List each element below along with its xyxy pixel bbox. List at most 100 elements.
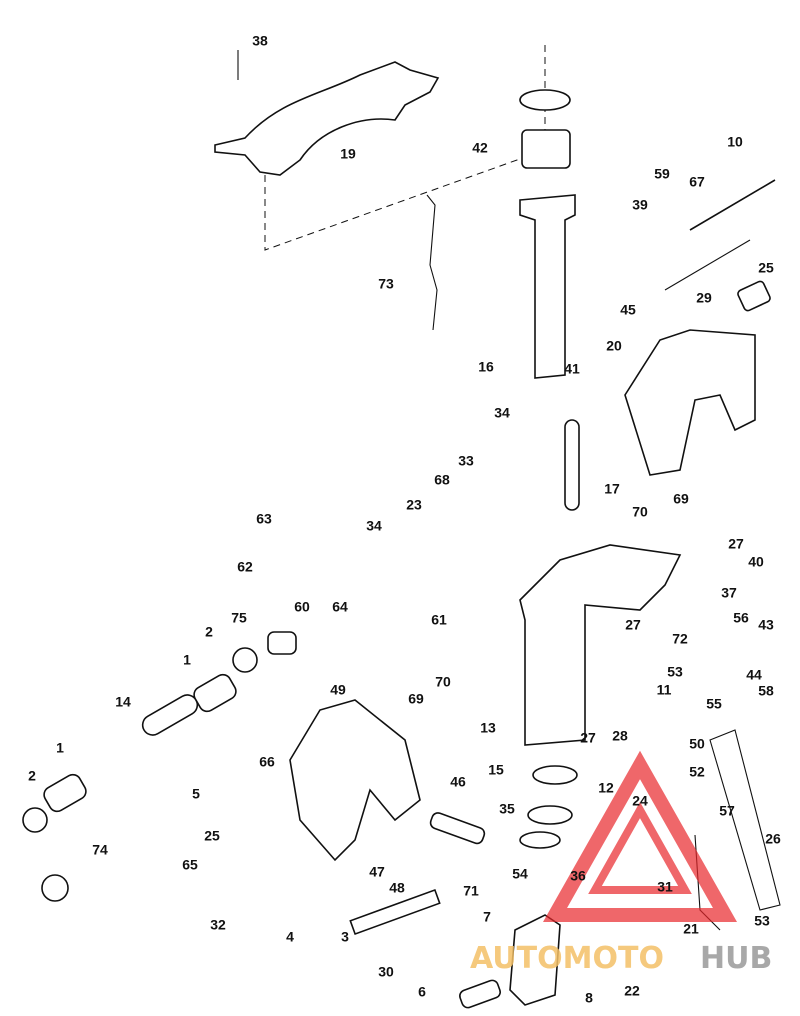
- callout-16: 16: [478, 359, 494, 375]
- callout-68: 68: [434, 472, 450, 488]
- part-lever-52: [709, 729, 781, 911]
- callout-53: 53: [754, 913, 770, 929]
- callout-46: 46: [450, 774, 466, 790]
- callout-55: 55: [706, 696, 722, 712]
- callout-41: 41: [564, 361, 580, 377]
- callout-29: 29: [696, 290, 712, 306]
- part-tube-14: [141, 694, 199, 736]
- part-link-17: [564, 419, 580, 511]
- watermark-inner-triangle-icon: [588, 801, 692, 894]
- callout-27: 27: [625, 617, 641, 633]
- callout-1: 1: [183, 652, 191, 668]
- callout-13: 13: [480, 720, 496, 736]
- callout-36: 36: [570, 868, 586, 884]
- callout-25: 25: [758, 260, 774, 276]
- callout-53: 53: [667, 664, 683, 680]
- callout-45: 45: [620, 302, 636, 318]
- callout-52: 52: [689, 764, 705, 780]
- callout-54: 54: [512, 866, 528, 882]
- part-cap-74: [41, 874, 69, 902]
- watermark-triangle-icon: [542, 750, 738, 922]
- part-link-73: [426, 194, 438, 331]
- callout-74: 74: [92, 842, 108, 858]
- callout-12: 12: [598, 780, 614, 796]
- callout-3: 3: [341, 929, 349, 945]
- callout-37: 37: [721, 585, 737, 601]
- callout-56: 56: [733, 610, 749, 626]
- part-seal-39: [519, 89, 571, 111]
- callout-39: 39: [632, 197, 648, 213]
- callout-63: 63: [256, 511, 272, 527]
- part-swivel-bracket-13: [519, 544, 682, 746]
- callout-57: 57: [719, 803, 735, 819]
- part-steering-arm: [214, 61, 440, 176]
- callout-40: 40: [748, 554, 764, 570]
- callout-28: 28: [612, 728, 628, 744]
- part-drawings: [22, 45, 781, 1009]
- callout-35: 35: [499, 801, 515, 817]
- callout-70: 70: [632, 504, 648, 520]
- callout-2: 2: [28, 768, 36, 784]
- callout-2: 2: [205, 624, 213, 640]
- callout-49: 49: [330, 682, 346, 698]
- callout-67: 67: [689, 174, 705, 190]
- part-pin-46: [429, 812, 486, 845]
- callout-58: 58: [758, 683, 774, 699]
- callout-11: 11: [657, 682, 672, 698]
- callout-44: 44: [746, 667, 762, 683]
- callout-7: 7: [483, 909, 491, 925]
- part-grip-6: [459, 979, 501, 1009]
- callout-25: 25: [204, 828, 220, 844]
- callout-65: 65: [182, 857, 198, 873]
- callout-22: 22: [624, 983, 640, 999]
- callout-8: 8: [585, 990, 593, 1006]
- callout-14: 14: [115, 694, 131, 710]
- callout-38: 38: [252, 33, 268, 49]
- part-stern-bracket-45: [624, 329, 756, 476]
- callout-6: 6: [418, 984, 426, 1000]
- callout-1: 1: [56, 740, 64, 756]
- callout-73: 73: [378, 276, 394, 292]
- callout-5: 5: [192, 786, 200, 802]
- part-ring-35: [527, 805, 573, 825]
- callout-70: 70: [435, 674, 451, 690]
- callout-60: 60: [294, 599, 310, 615]
- part-nut-2: [232, 647, 258, 673]
- part-stern-bracket-49: [289, 699, 421, 862]
- callout-66: 66: [259, 754, 275, 770]
- callout-47: 47: [369, 864, 385, 880]
- part-nut-2b: [22, 807, 48, 833]
- callout-50: 50: [689, 736, 705, 752]
- callout-48: 48: [389, 880, 405, 896]
- callout-33: 33: [458, 453, 474, 469]
- callout-17: 17: [604, 481, 620, 497]
- part-swivel-tube-16: [519, 194, 576, 379]
- watermark: AUTOMOTO HUB: [470, 750, 772, 976]
- callout-27: 27: [728, 536, 744, 552]
- part-bolt-10: [689, 179, 776, 231]
- callout-62: 62: [237, 559, 253, 575]
- part-ring-35b: [519, 831, 561, 849]
- part-bushing-25: [737, 280, 771, 312]
- part-bushing-1: [193, 673, 237, 713]
- part-bushing-42: [521, 129, 571, 169]
- callout-43: 43: [758, 617, 774, 633]
- part-bushing-75: [267, 631, 297, 655]
- watermark-text-part1: AUTOMOTO: [470, 941, 664, 976]
- callout-64: 64: [332, 599, 348, 615]
- part-handle-8: [509, 914, 561, 1006]
- callout-27: 27: [580, 730, 596, 746]
- callout-34: 34: [494, 405, 510, 421]
- callout-61: 61: [431, 612, 447, 628]
- part-bar-71: [349, 889, 441, 935]
- callout-34: 34: [366, 518, 382, 534]
- callout-59: 59: [654, 166, 670, 182]
- callout-69: 69: [673, 491, 689, 507]
- callout-75: 75: [231, 610, 247, 626]
- callout-15: 15: [488, 762, 504, 778]
- part-ring-15: [532, 765, 578, 785]
- callout-42: 42: [472, 140, 488, 156]
- callout-69: 69: [408, 691, 424, 707]
